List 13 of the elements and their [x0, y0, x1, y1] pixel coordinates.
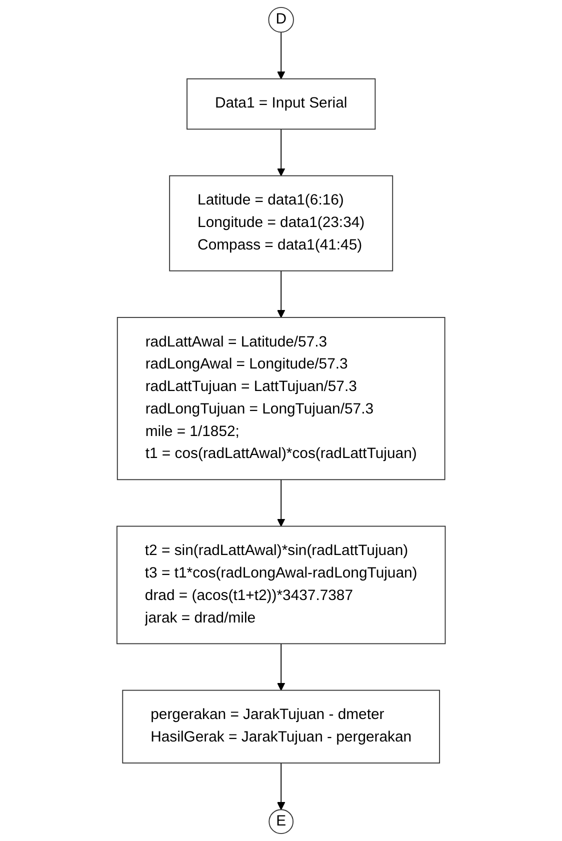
arrow	[276, 32, 286, 80]
node-circle: D	[268, 7, 294, 33]
node-box: radLattAwal = Latitude/57.3 radLongAwal = Longitude/57.3 radLattTujuan = LattTujuan/57.3 radLongTujuan = LongTujuan/57.3 mile = 1/1852; t1 = cos(radLattAwal)*cos(radLattTujuan)	[116, 316, 446, 480]
node-box: pergerakan = JarakTujuan - dmeter HasilGerak = JarakTujuan - pergerakan	[122, 690, 440, 764]
node-circle: E	[268, 809, 294, 834]
arrow	[276, 762, 286, 810]
arrow	[276, 643, 286, 691]
arrow	[276, 479, 286, 527]
arrow	[276, 128, 286, 176]
arrow	[276, 270, 286, 318]
node-box: Data1 = Input Serial	[186, 78, 376, 130]
node-box: Latitude = data1(6:16) Longitude = data1(23:34) Compass = data1(41:45)	[169, 175, 393, 272]
node-box: t2 = sin(radLattAwal)*sin(radLattTujuan) t3 = t1*cos(radLongAwal-radLongTujuan) drad = (acos(t1+t2))*3437.7387 jarak = drad/mile	[116, 526, 446, 644]
